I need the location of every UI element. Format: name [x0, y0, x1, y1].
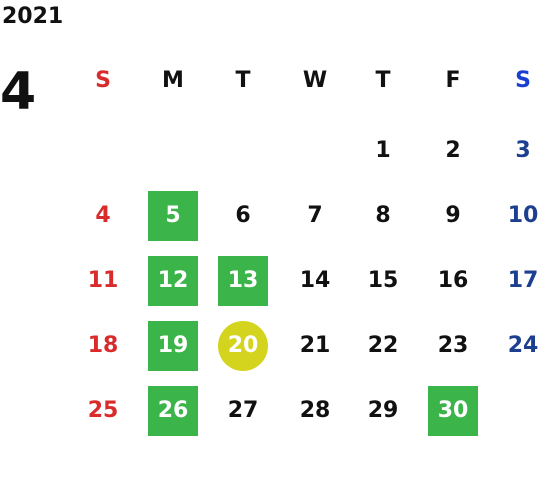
weekday-header-tue: T	[235, 68, 251, 93]
calendar-day-13[interactable]: 13	[218, 256, 268, 306]
calendar-day-27[interactable]: 27	[227, 398, 259, 423]
weekday-header-sat: S	[515, 68, 531, 93]
calendar-day-24[interactable]: 24	[507, 333, 539, 358]
calendar-day-30[interactable]: 30	[428, 386, 478, 436]
calendar-day-25[interactable]: 25	[87, 398, 119, 423]
calendar-day-22[interactable]: 22	[367, 333, 399, 358]
calendar-day-20[interactable]: 20	[218, 321, 268, 371]
calendar-day-4[interactable]: 4	[95, 203, 111, 228]
weekday-header-thu: T	[375, 68, 391, 93]
calendar-day-3[interactable]: 3	[515, 138, 531, 163]
calendar-day-10[interactable]: 10	[507, 203, 539, 228]
calendar-day-16[interactable]: 16	[437, 268, 469, 293]
calendar-day-1[interactable]: 1	[375, 138, 391, 163]
calendar-day-19[interactable]: 19	[148, 321, 198, 371]
calendar-day-21[interactable]: 21	[299, 333, 331, 358]
calendar-day-15[interactable]: 15	[367, 268, 399, 293]
weekday-header-sun: S	[95, 68, 111, 93]
calendar-day-17[interactable]: 17	[507, 268, 539, 293]
calendar-day-26[interactable]: 26	[148, 386, 198, 436]
calendar-day-11[interactable]: 11	[87, 268, 119, 293]
calendar-day-2[interactable]: 2	[445, 138, 461, 163]
calendar-day-23[interactable]: 23	[437, 333, 469, 358]
calendar-day-12[interactable]: 12	[148, 256, 198, 306]
calendar-day-6[interactable]: 6	[235, 203, 251, 228]
weekday-header-wed: W	[302, 68, 328, 93]
calendar-day-5[interactable]: 5	[148, 191, 198, 241]
calendar-day-18[interactable]: 18	[87, 333, 119, 358]
calendar-day-14[interactable]: 14	[299, 268, 331, 293]
calendar-month: 4	[0, 62, 37, 122]
calendar-day-28[interactable]: 28	[299, 398, 331, 423]
calendar-day-7[interactable]: 7	[307, 203, 323, 228]
calendar-day-9[interactable]: 9	[445, 203, 461, 228]
calendar-day-29[interactable]: 29	[367, 398, 399, 423]
calendar-year: 2021	[2, 4, 64, 29]
weekday-header-mon: M	[162, 68, 184, 93]
weekday-header-fri: F	[445, 68, 461, 93]
calendar-day-8[interactable]: 8	[375, 203, 391, 228]
